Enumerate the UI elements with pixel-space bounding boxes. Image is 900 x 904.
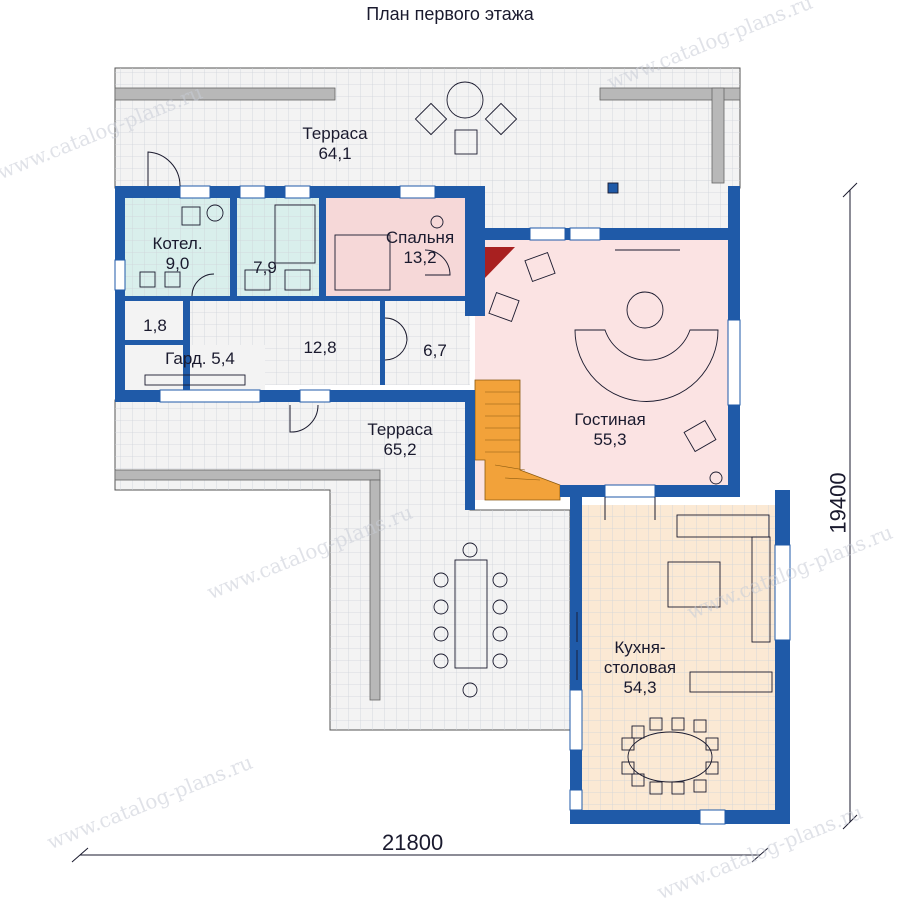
fireplace bbox=[483, 247, 515, 280]
vestibule-room-tiles bbox=[385, 300, 470, 385]
furniture bbox=[139, 81, 773, 795]
living-area-value: 55,3 bbox=[593, 430, 627, 449]
dimension-lines bbox=[71, 182, 858, 863]
doors bbox=[147, 151, 656, 520]
kitchen-name: Кухня- bbox=[614, 638, 666, 657]
wc-area-value: 1,8 bbox=[143, 316, 167, 335]
boiler-room-tiles bbox=[125, 198, 230, 296]
wardrobe-label: Гард. 5,4 bbox=[140, 349, 260, 369]
vestibule-area-value: 6,7 bbox=[423, 341, 447, 360]
bath-label: 7,9 bbox=[240, 258, 290, 278]
bedroom-room bbox=[325, 198, 465, 296]
bedroom-name: Спальня bbox=[385, 228, 455, 247]
hall-area-value: 12,8 bbox=[303, 338, 337, 357]
living-label: Гостиная 55,3 bbox=[555, 410, 665, 450]
terrace-bottom-label: Терраса 65,2 bbox=[350, 420, 450, 460]
bath-room-tiles bbox=[237, 198, 319, 296]
terrace-top-area-value: 64,1 bbox=[318, 144, 352, 163]
terrace-bottom-area-value: 65,2 bbox=[383, 440, 417, 459]
boiler-area-value: 9,0 bbox=[165, 254, 190, 273]
vestibule-label: 6,7 bbox=[410, 341, 460, 361]
parapets bbox=[114, 87, 741, 701]
bedroom-area-value: 13,2 bbox=[403, 248, 437, 267]
living-room bbox=[475, 240, 730, 500]
living-name: Гостиная bbox=[574, 410, 646, 429]
terrace-top-label: Терраса 64,1 bbox=[285, 124, 385, 164]
staircase bbox=[474, 379, 561, 501]
windows bbox=[114, 185, 791, 825]
bath-area-value: 7,9 bbox=[253, 258, 277, 277]
kitchen-name-2: столовая bbox=[603, 658, 677, 677]
hall-label: 12,8 bbox=[290, 338, 350, 358]
kitchen-room-tiles bbox=[580, 505, 775, 810]
boiler-name: Котел. bbox=[152, 234, 203, 253]
terrace-top-name: Терраса bbox=[302, 124, 368, 143]
wc-label: 1,8 bbox=[135, 316, 175, 336]
bedroom-label: Спальня 13,2 bbox=[370, 228, 470, 268]
width-dimension: 21800 bbox=[382, 830, 444, 855]
wardrobe-name: Гард. 5,4 bbox=[165, 349, 235, 368]
plan-title: План первого этажа bbox=[366, 4, 534, 24]
boiler-label: Котел. 9,0 bbox=[130, 234, 225, 274]
kitchen-area-value: 54,3 bbox=[623, 678, 657, 697]
kitchen-label: Кухня- столовая 54,3 bbox=[585, 638, 695, 698]
height-dimension: 19400 bbox=[825, 472, 851, 534]
wardrobe-room bbox=[125, 345, 265, 390]
wc-room bbox=[125, 300, 185, 340]
terrace-bottom-name: Терраса bbox=[367, 420, 433, 439]
